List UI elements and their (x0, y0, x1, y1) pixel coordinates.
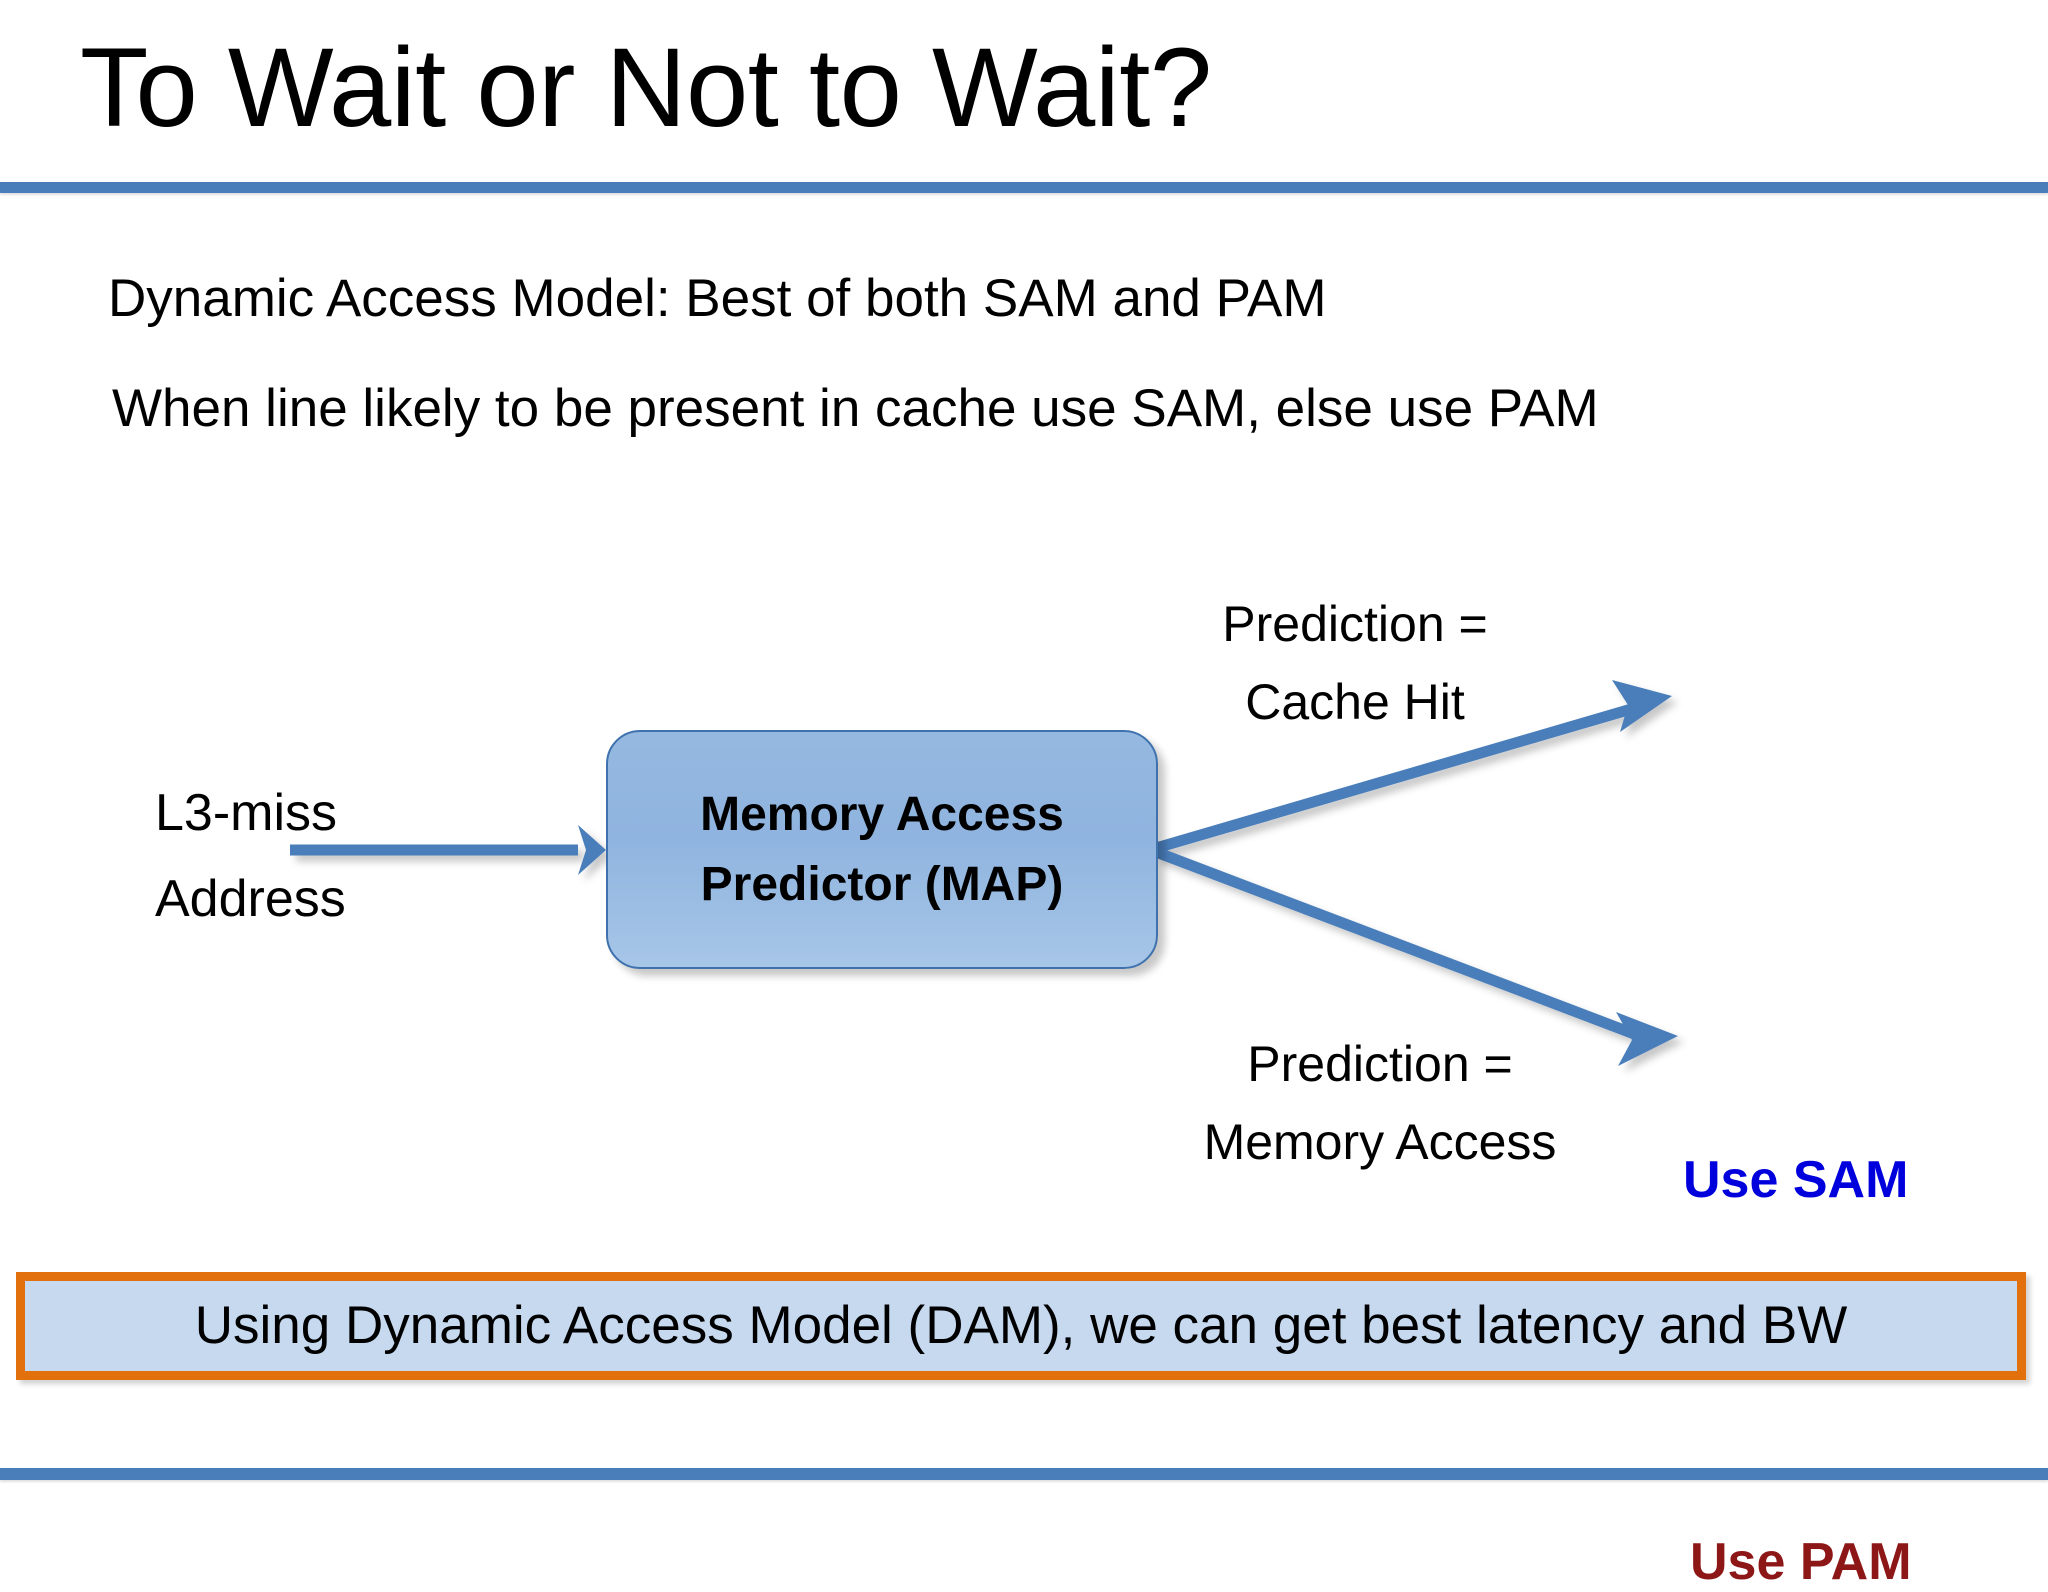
takeaway-banner-text: Using Dynamic Access Model (DAM), we can… (194, 1296, 1848, 1355)
map-box-line-2: Predictor (MAP) (700, 857, 1064, 911)
branch-label-memory-access-line-2: Memory Access (1203, 1114, 1557, 1170)
input-label: L3-miss Address (155, 770, 515, 942)
slide-canvas: To Wait or Not to Wait? Dynamic Access M… (0, 25, 2048, 1591)
branch-label-cache-hit-line-2: Cache Hit (1245, 674, 1465, 730)
takeaway-banner: Using Dynamic Access Model (DAM), we can… (16, 1272, 2026, 1380)
input-arrow (290, 825, 606, 875)
branch-arrow-memory-access (1154, 846, 1678, 1066)
branch-arrow-cache-hit (1154, 680, 1672, 854)
branch-label-memory-access-line-1: Prediction = (1247, 1036, 1513, 1092)
input-label-line-1: L3-miss (155, 784, 338, 842)
input-label-line-2: Address (155, 870, 346, 928)
title-divider-rule (0, 182, 2048, 193)
footer-divider-rule (0, 1468, 2048, 1480)
body-text-line-1: Dynamic Access Model: Best of both SAM a… (108, 269, 1327, 328)
memory-access-predictor-box[interactable]: Memory Access Predictor (MAP) (606, 730, 1158, 969)
body-text-line-2: When line likely to be present in cache … (112, 379, 1599, 438)
branch-label-memory-access: Prediction = Memory Access (1150, 1025, 1610, 1181)
map-box-line-1: Memory Access (700, 787, 1064, 841)
branch-label-cache-hit: Prediction = Cache Hit (1145, 585, 1565, 741)
branch-label-cache-hit-line-1: Prediction = (1222, 596, 1488, 652)
diagram-arrows-layer (290, 680, 1678, 1066)
outcome-use-pam: Use PAM (1690, 1533, 1912, 1591)
page-title: To Wait or Not to Wait? (80, 25, 1212, 150)
dam-flow-diagram: L3-miss Address Memory Access Predictor … (0, 520, 2048, 1591)
outcome-use-sam: Use SAM (1683, 1151, 1909, 1209)
